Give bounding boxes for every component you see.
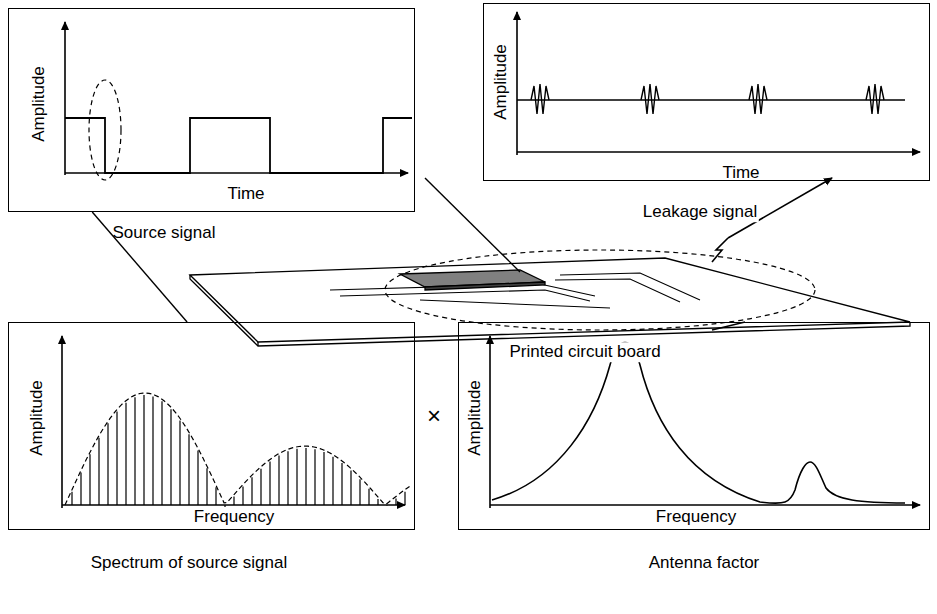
- panel-caption: Antenna factor: [649, 553, 760, 573]
- axis-label: Time: [227, 184, 264, 204]
- chart-panel: AmplitudeTime: [483, 3, 930, 181]
- caption-label: Printed circuit board: [507, 342, 662, 362]
- caption-label: Leakage signal: [641, 202, 759, 222]
- panel-caption: Spectrum of source signal: [91, 553, 288, 573]
- axis-label: Frequency: [194, 507, 274, 527]
- chart-panel: AmplitudeTimeSource signal: [8, 8, 415, 212]
- axis-label: Time: [722, 163, 759, 183]
- axis-label: Amplitude: [465, 380, 485, 456]
- axis-label: Amplitude: [27, 380, 47, 456]
- panel-caption: Source signal: [112, 223, 215, 243]
- axis-label: Amplitude: [29, 66, 49, 142]
- multiply-sign: ×: [425, 402, 443, 430]
- axis-label: Amplitude: [491, 44, 511, 120]
- chart-panel: AmplitudeFrequencySpectrum of source sig…: [8, 322, 415, 530]
- axis-label: Frequency: [656, 507, 736, 527]
